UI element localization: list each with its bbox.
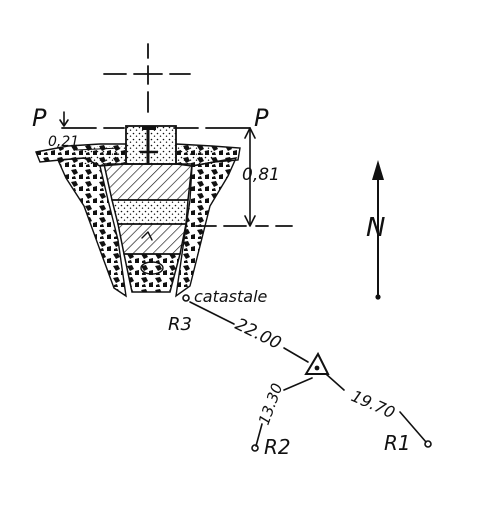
reference-r1: R1	[384, 431, 432, 455]
plane-right-label: P	[254, 104, 269, 132]
station-triangle	[304, 351, 330, 375]
reference-r2-label: R2	[264, 435, 291, 459]
benchmark: catastale R3	[168, 287, 268, 335]
plane-left-label: P	[32, 104, 47, 132]
distance-r3: 22.00	[232, 315, 285, 354]
reference-r2: R2	[251, 435, 291, 459]
distance-r1: 19.70	[348, 386, 398, 422]
survey-lines	[189, 301, 427, 447]
benchmark-name: catastale	[194, 287, 268, 306]
reference-r1-label: R1	[384, 431, 411, 455]
benchmark-id: R3	[168, 314, 192, 335]
top-dimension-label: 0,21	[48, 134, 79, 150]
centre-crosshair	[103, 43, 191, 113]
depth-dimension-label: 0,81	[242, 165, 280, 185]
plane-right: P 0,81	[195, 104, 293, 227]
distance-r2: 13.30	[255, 381, 287, 428]
marker-pillar	[125, 125, 177, 165]
north-label: N	[366, 213, 385, 243]
plane-left: P 0,21	[32, 104, 79, 150]
north-arrow: N	[366, 160, 385, 300]
